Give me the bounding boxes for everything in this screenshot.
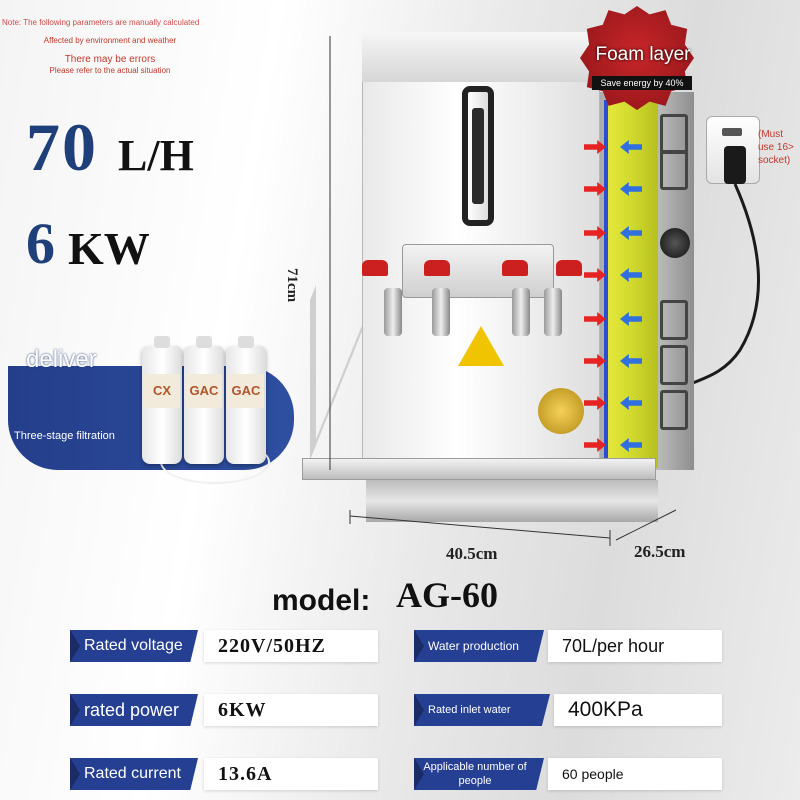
socket-requirement-note: (Must use 16> socket)	[758, 129, 794, 166]
filter-cartridge: GAC	[184, 336, 224, 464]
water-tap[interactable]	[544, 288, 562, 336]
tap-handle[interactable]	[502, 260, 528, 276]
energy-saving-note: Save energy by 40%	[592, 76, 692, 90]
disclaimer-line-2: Affected by environment and weather	[43, 36, 177, 45]
spec-value-inlet-pressure: 400KPa	[554, 694, 722, 726]
water-tap[interactable]	[384, 288, 402, 336]
width-dimension: 40.5cm	[446, 544, 498, 563]
power-plug	[724, 146, 746, 184]
spec-value-rated-current: 13.6A	[204, 758, 378, 790]
spec-label-rated-current: Rated current	[70, 758, 198, 790]
flow-rate-unit: L/H	[118, 131, 194, 180]
disclaimer-line-4: Please refer to the actual situation	[49, 66, 171, 75]
power-number: 6	[26, 211, 55, 276]
water-level-gauge	[472, 108, 484, 204]
machine-base	[366, 480, 658, 522]
side-vent	[660, 114, 688, 154]
spec-label-rated-power: rated power	[70, 694, 198, 726]
cartridge-label: CX	[144, 374, 180, 408]
temperature-knob[interactable]	[660, 228, 690, 258]
drip-shelf	[302, 458, 656, 480]
disclaimer-line-1: Note: The following parameters are manua…	[2, 18, 200, 27]
spec-label-applicable-people: Applicable number of people	[414, 758, 544, 790]
water-tap[interactable]	[432, 288, 450, 336]
foam-layer-title: Foam layer	[595, 44, 691, 65]
spec-value-rated-voltage: 220V/50HZ	[204, 630, 378, 662]
side-vent	[660, 390, 688, 430]
cartridge-label: GAC	[186, 374, 222, 408]
model-value: AG-60	[396, 575, 498, 615]
water-tap[interactable]	[512, 288, 530, 336]
filter-cartridge: CX	[142, 336, 182, 464]
flow-rate-number: 70	[26, 109, 98, 185]
foam-insulation-layer	[604, 100, 658, 468]
spec-value-water-production: 70L/per hour	[548, 630, 722, 662]
tap-handle[interactable]	[556, 260, 582, 276]
disclaimer-line-3: There may be errors	[64, 54, 156, 65]
depth-dimension: 26.5cm	[634, 542, 686, 561]
side-vent	[660, 150, 688, 190]
tap-handle[interactable]	[424, 260, 450, 276]
wall-bracket	[310, 161, 366, 460]
spec-label-water-production: Water production	[414, 630, 544, 662]
model-label: model:	[272, 584, 371, 617]
spec-value-applicable-people: 60 people	[548, 758, 722, 790]
spec-label-inlet-pressure: Rated inlet water pressure	[414, 694, 550, 726]
side-vent	[660, 345, 688, 385]
cartridge-label: GAC	[228, 374, 264, 408]
spec-label-rated-voltage: Rated voltage	[70, 630, 198, 662]
side-vent	[660, 300, 688, 340]
filtration-description: Three-stage filtration	[14, 430, 115, 442]
filter-cartridge: GAC	[226, 336, 266, 464]
quality-seal-icon	[538, 388, 584, 434]
height-dimension: 71cm	[284, 268, 300, 303]
tap-handle[interactable]	[362, 260, 388, 276]
power-unit: KW	[68, 223, 150, 274]
spec-value-rated-power: 6KW	[204, 694, 378, 726]
socket-outlet-icon	[722, 128, 742, 136]
delivery-label: deliver	[26, 346, 97, 373]
